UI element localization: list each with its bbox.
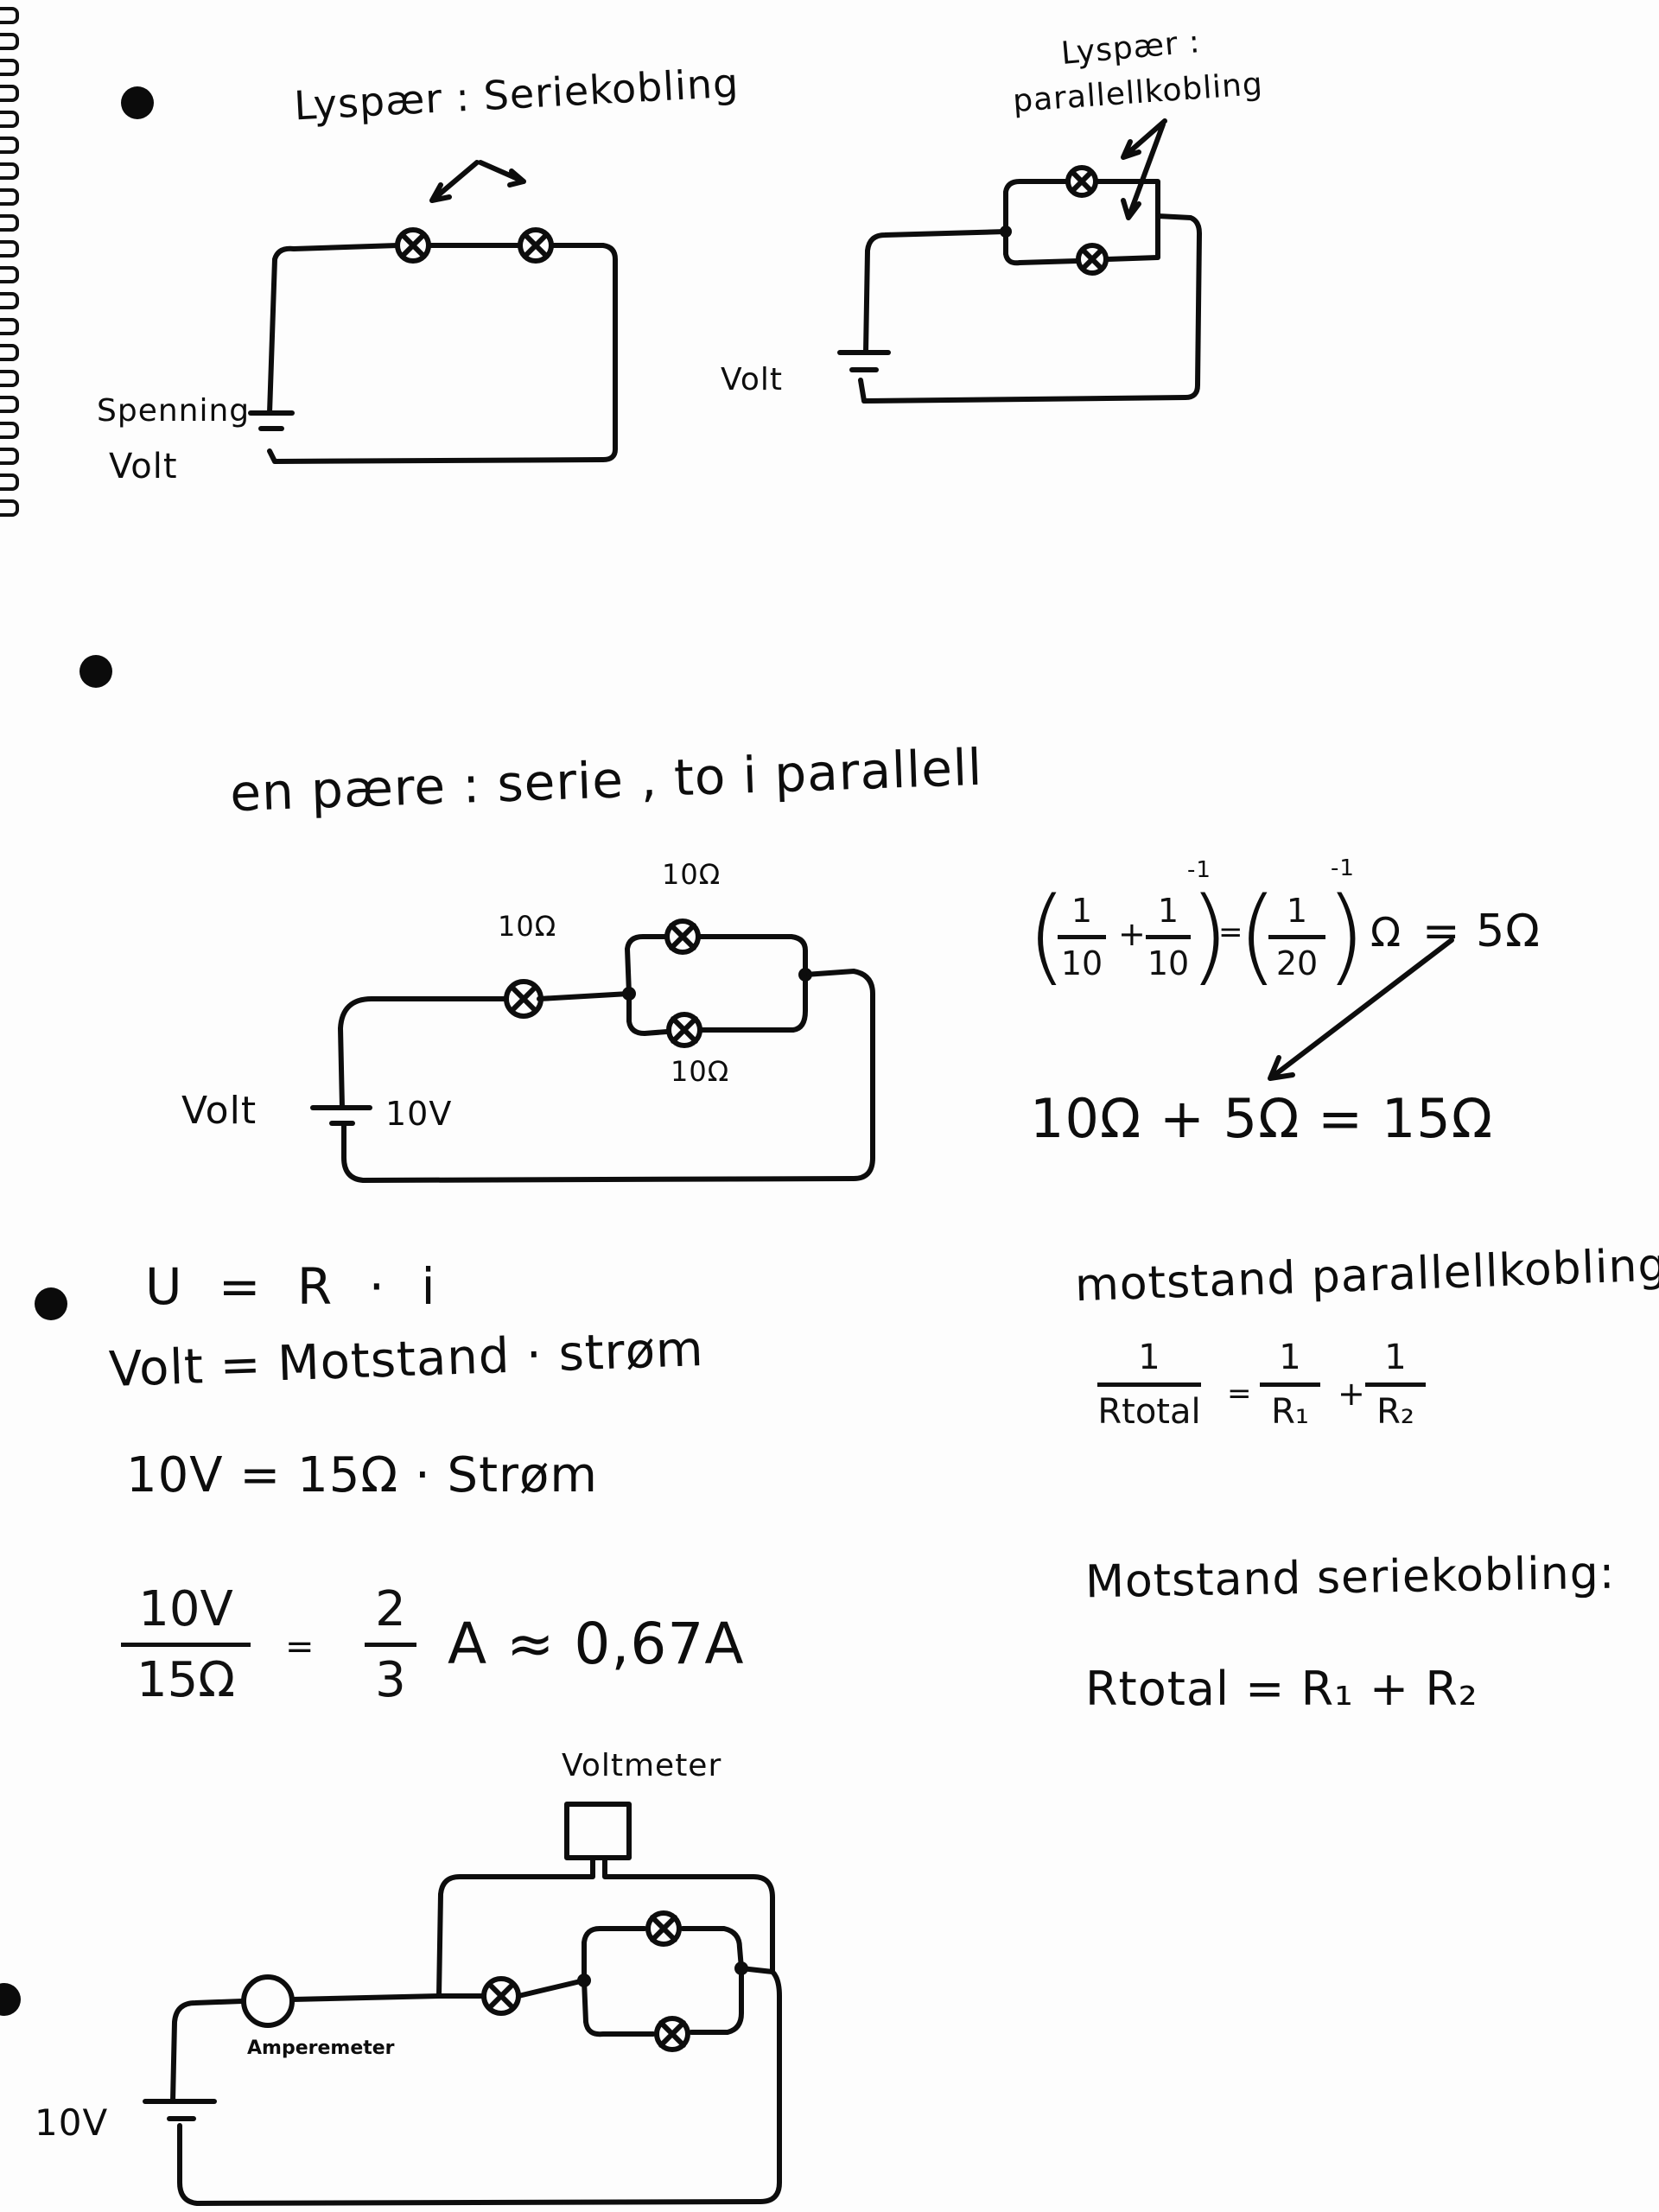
- measurement-circuit-diagram: [143, 1802, 782, 2206]
- bulb-icon: [666, 1012, 702, 1048]
- bulb-icon: [481, 1976, 521, 2016]
- ammeter-label: Amperemeter: [247, 2037, 395, 2059]
- binding-ring: [0, 33, 19, 50]
- mixed-voltage-label: Volt: [181, 1089, 257, 1133]
- binding-ring: [0, 474, 19, 491]
- binding-ring: [0, 162, 19, 180]
- ohms-law-substitution: 10V = 15Ω · Strøm: [126, 1447, 598, 1503]
- bulb-icon: [1065, 165, 1098, 198]
- voltmeter-label: Voltmeter: [562, 1748, 722, 1783]
- binding-ring: [0, 292, 19, 309]
- series-voltage-label: Spenning: [97, 393, 251, 429]
- bulb-icon: [504, 979, 543, 1019]
- parallel-voltage-label: Volt: [721, 362, 783, 397]
- arrow-icon: [478, 160, 526, 188]
- mixed-circuit-diagram: [310, 918, 875, 1183]
- battery-icon: [248, 410, 295, 431]
- battery-icon: [837, 350, 891, 372]
- binding-ring: [0, 266, 19, 283]
- arrow-icon: [1268, 938, 1454, 1081]
- binding-ring: [0, 370, 19, 387]
- binding-ring: [0, 7, 19, 24]
- bulb-icon: [645, 1910, 682, 1947]
- battery-icon: [310, 1105, 372, 1126]
- battery-icon: [143, 2099, 217, 2121]
- arrow-icon: [1121, 118, 1167, 160]
- arrow-icon: [1121, 122, 1166, 220]
- bulb-icon: [664, 918, 701, 955]
- measurement-voltage-label: 10V: [35, 2101, 109, 2144]
- resistor-label-parallel-top: 10Ω: [662, 858, 721, 891]
- mixed-voltage-value: 10V: [385, 1095, 453, 1133]
- binding-ring: [0, 111, 19, 128]
- bullet-point: [79, 655, 112, 688]
- binding-ring: [0, 59, 19, 76]
- resistor-label-series: 10Ω: [498, 910, 557, 943]
- bullet-point: [121, 86, 154, 119]
- binding-ring: [0, 188, 19, 206]
- binding-ring: [0, 214, 19, 232]
- ammeter-icon: [241, 1974, 295, 2028]
- arrow-icon: [429, 160, 480, 203]
- bulb-icon: [518, 227, 554, 264]
- bullet-point: [35, 1287, 67, 1320]
- binding-ring: [0, 448, 19, 465]
- binding-ring: [0, 344, 19, 361]
- resistor-label-parallel-bottom: 10Ω: [671, 1055, 730, 1088]
- binding-ring: [0, 318, 19, 335]
- bulb-icon: [654, 2016, 690, 2052]
- series-circuit-diagram: [248, 160, 618, 464]
- binding-ring: [0, 85, 19, 102]
- binding-ring: [0, 396, 19, 413]
- binding-ring: [0, 499, 19, 517]
- bulb-icon: [1076, 243, 1109, 276]
- series-voltage-unit: Volt: [109, 447, 178, 486]
- binding-ring: [0, 137, 19, 154]
- binding-ring: [0, 240, 19, 257]
- total-resistance-sum: 10Ω + 5Ω = 15Ω: [1030, 1087, 1494, 1150]
- bulb-icon: [395, 227, 431, 264]
- binding-ring: [0, 422, 19, 439]
- parallel-circuit-diagram: [837, 118, 1202, 404]
- ohms-law-formula: U = R · i: [145, 1257, 446, 1316]
- series-resistance-title: Motstand seriekobling:: [1084, 1547, 1616, 1609]
- series-resistance-formula: Rtotal = R₁ + R₂: [1085, 1662, 1478, 1716]
